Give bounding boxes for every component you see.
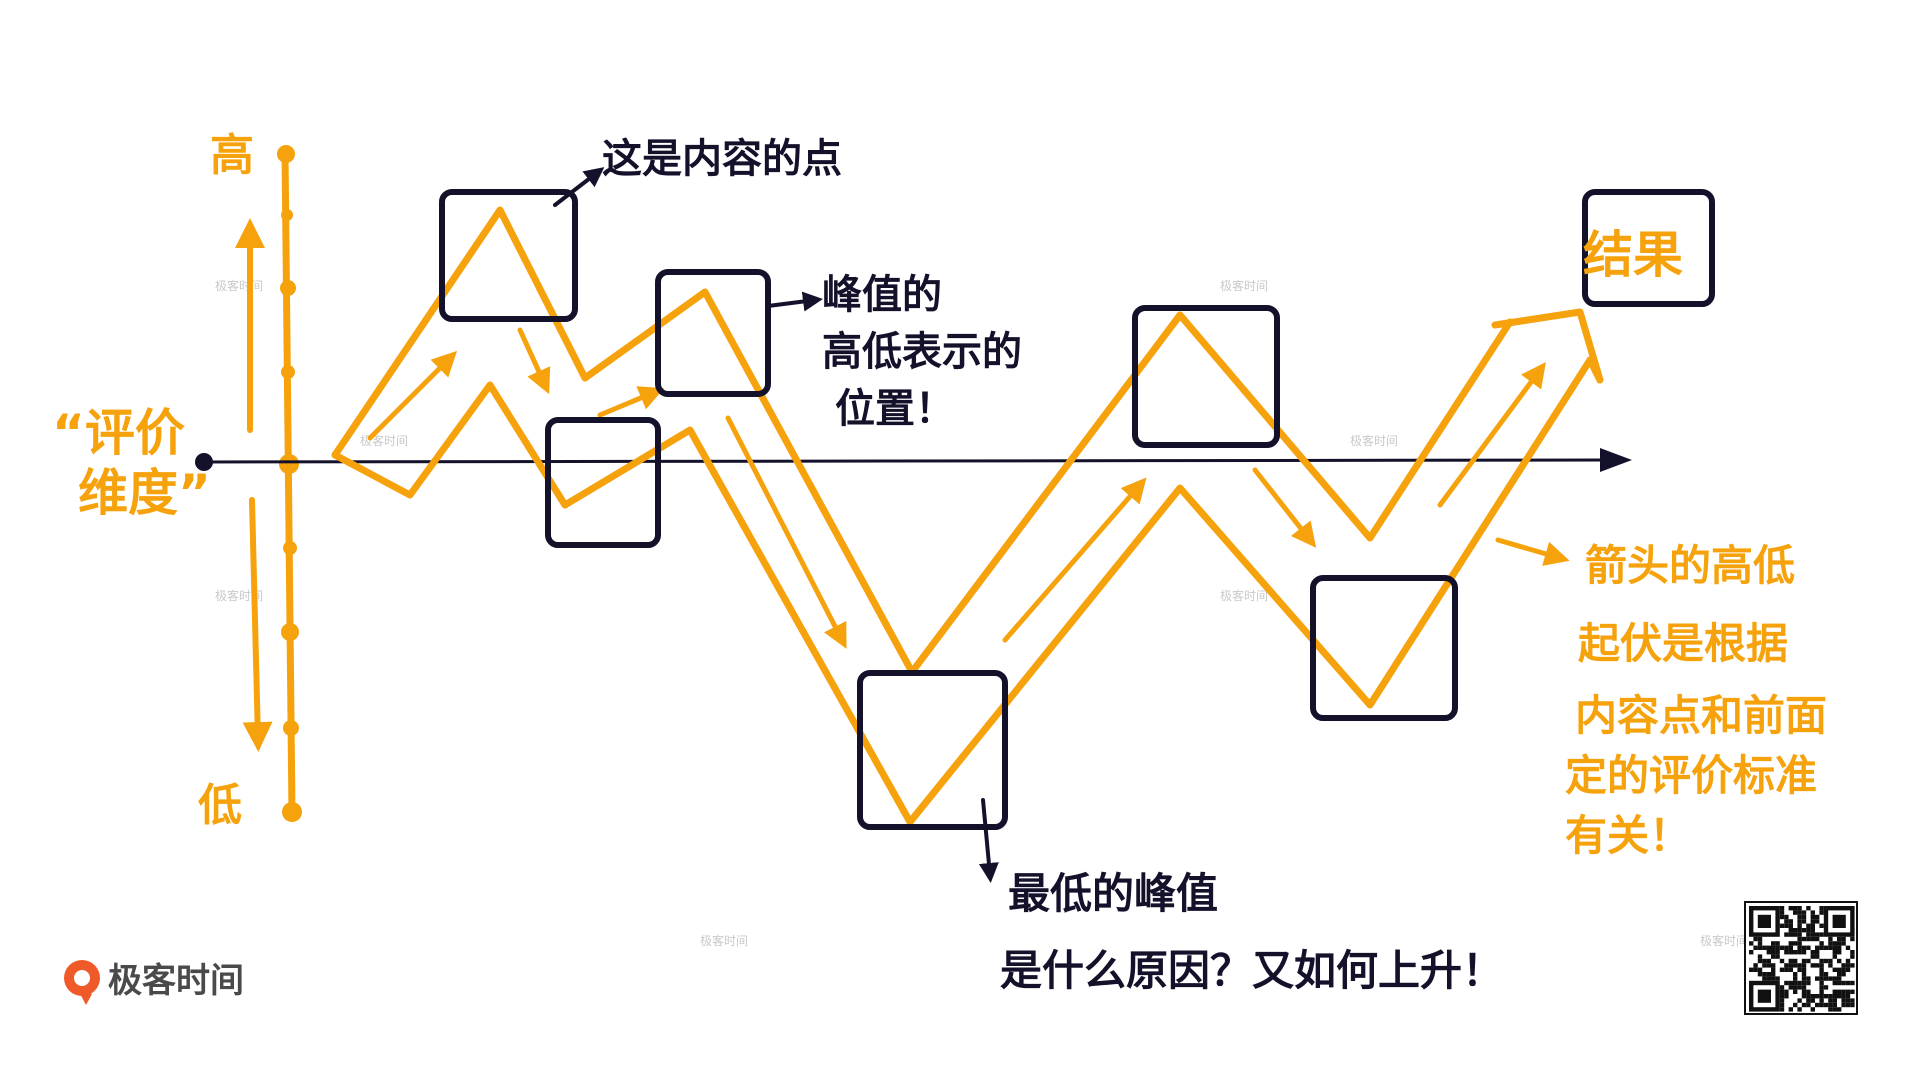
- brand-name: 极客时间: [108, 961, 244, 1001]
- watermark-text: 极客时间: [1220, 278, 1268, 293]
- pointer-arrow-icon: [978, 798, 999, 883]
- watermark-text: 极客时间: [215, 278, 263, 293]
- flow-arrow-icon: [1002, 477, 1147, 643]
- content-points: [439, 189, 1715, 830]
- scale-title-line2: 维度”: [78, 464, 211, 522]
- geektime-logo-icon: [64, 960, 100, 1005]
- content-point-box: [545, 417, 661, 548]
- scale-tick: [277, 145, 295, 163]
- content-point-box: [1132, 305, 1280, 448]
- scale-tick: [283, 541, 297, 555]
- scale-tick: [279, 454, 299, 474]
- peak-meaning-line: 峰值的: [822, 272, 942, 318]
- scale-high-label: 高: [210, 130, 254, 181]
- watermark-text: 极客时间: [215, 588, 263, 603]
- qr-code-icon: [1744, 901, 1858, 1015]
- content-point-box: [655, 269, 771, 397]
- watermark-text: 极客时间: [1220, 588, 1268, 603]
- pointer-arrow-icon: [553, 167, 605, 207]
- content-point-box: [857, 670, 1008, 830]
- scale-tick: [281, 365, 295, 379]
- flow-arrow-icon: [517, 327, 551, 395]
- flow-arrow-icon: [1437, 361, 1546, 508]
- arrow-meaning-line: 有关！: [1565, 811, 1691, 860]
- result-label: 结果: [1583, 226, 1683, 284]
- scale-tick: [282, 802, 302, 822]
- scale-tick: [281, 209, 293, 221]
- content-point-box: [1310, 575, 1458, 721]
- timeline-arrowhead-icon: [1600, 448, 1632, 472]
- peak-meaning-line: 位置！: [835, 386, 955, 432]
- annotation-texts: 这是内容的点 峰值的 高低表示的 位置！ 最低的峰值 是什么原因？又如何上升！ …: [602, 136, 1827, 995]
- scale-title-line1: “评价: [52, 404, 185, 462]
- evaluation-path: [331, 206, 1604, 826]
- scale-tick: [281, 623, 299, 641]
- path-arrowhead-icon: [1491, 308, 1604, 384]
- lowest-peak-line: 是什么原因？又如何上升！: [1000, 946, 1504, 995]
- arrow-meaning-line: 内容点和前面: [1575, 691, 1827, 740]
- watermarks: 极客时间 极客时间 极客时间 极客时间 极客时间 极客时间 极客时间 极客时间: [215, 278, 1748, 948]
- peak-meaning-line: 高低表示的: [822, 329, 1022, 375]
- arrow-meaning-line: 起伏是根据: [1578, 619, 1788, 668]
- flow-arrow-icon: [725, 415, 847, 649]
- scale-axis: [281, 148, 296, 818]
- watermark-text: 极客时间: [1700, 933, 1748, 948]
- watermark-text: 极客时间: [1350, 433, 1398, 448]
- pointer-arrow-icon: [766, 291, 823, 312]
- scale-low-label: 低: [198, 780, 242, 831]
- down-arrow-icon: [242, 497, 273, 752]
- flow-arrow-icon: [367, 350, 458, 441]
- watermark-text: 极客时间: [360, 433, 408, 448]
- arrow-meaning-line: 箭头的高低: [1585, 541, 1795, 590]
- watermark-text: 极客时间: [700, 933, 748, 948]
- flow-arrow-icon: [597, 386, 665, 418]
- flow-arrow-icon: [1252, 467, 1317, 548]
- path-lower-edge: [331, 356, 1594, 826]
- annotation-pointers: [553, 167, 999, 883]
- scale-tick: [283, 720, 299, 736]
- brand: 极客时间: [64, 960, 244, 1005]
- pointer-arrow-icon: [1495, 537, 1570, 566]
- result-box: [1582, 189, 1715, 307]
- scale-tick: [280, 280, 296, 296]
- lowest-peak-line: 最低的峰值: [1008, 869, 1218, 918]
- content-point-box: [439, 189, 578, 322]
- arrow-meaning-line: 定的评价标准: [1565, 751, 1817, 800]
- path-upper-edge: [331, 206, 1514, 676]
- content-point-label: 这是内容的点: [602, 136, 842, 182]
- timeline-axis: [203, 458, 1611, 464]
- evaluation-scale: 高 低 “评价 维度”: [52, 130, 302, 831]
